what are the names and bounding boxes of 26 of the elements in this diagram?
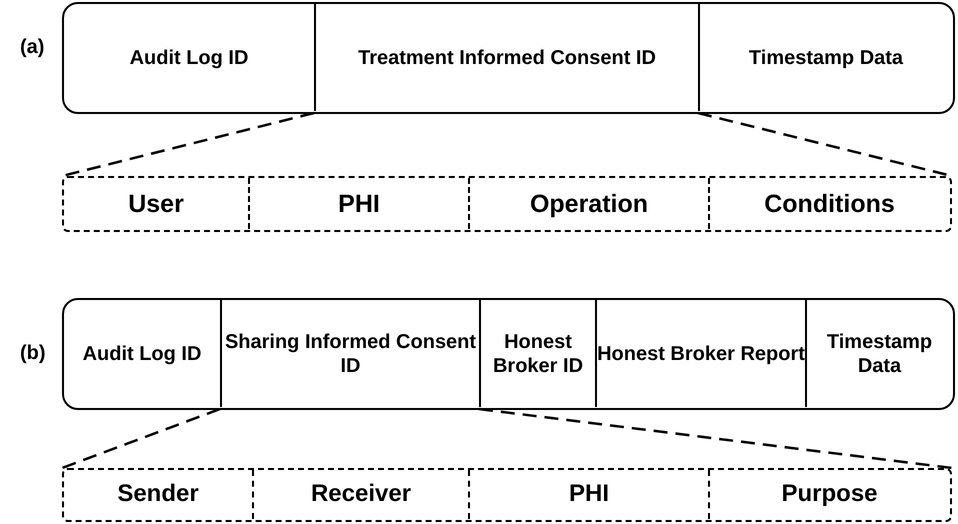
field-name: PHI	[568, 480, 609, 509]
field-name: Audit Log ID	[130, 46, 248, 70]
field-name: Timestamp Data	[748, 46, 904, 70]
panel-label: (b)	[20, 342, 46, 365]
dashed-expansion-line	[478, 408, 952, 470]
panel-label: (a)	[20, 36, 44, 59]
field-name: Honest Broker ID	[492, 330, 584, 378]
field-name: Purpose	[781, 480, 878, 509]
record-field	[595, 300, 805, 407]
field-name: Sharing Informed Consent ID	[224, 330, 478, 378]
record-box	[62, 298, 955, 410]
field-name: Conditions	[764, 188, 895, 218]
expanded-field-box	[62, 468, 952, 522]
field-name: Receiver	[310, 480, 412, 509]
record-field	[220, 300, 479, 407]
dashed-expansion-line	[62, 408, 220, 470]
field-name: Sender	[117, 480, 199, 509]
field-name: PHI	[338, 188, 380, 218]
field-name: Honest Broker Report	[597, 342, 805, 366]
field-name: Treatment Informed Consent ID	[358, 46, 656, 70]
field-name: Operation	[530, 188, 648, 218]
field-name: User	[128, 188, 184, 218]
field-name: Audit Log ID	[82, 342, 202, 366]
record-box	[62, 2, 955, 114]
field-name: Timestamp Data	[826, 330, 934, 378]
expanded-field-box	[62, 176, 952, 232]
